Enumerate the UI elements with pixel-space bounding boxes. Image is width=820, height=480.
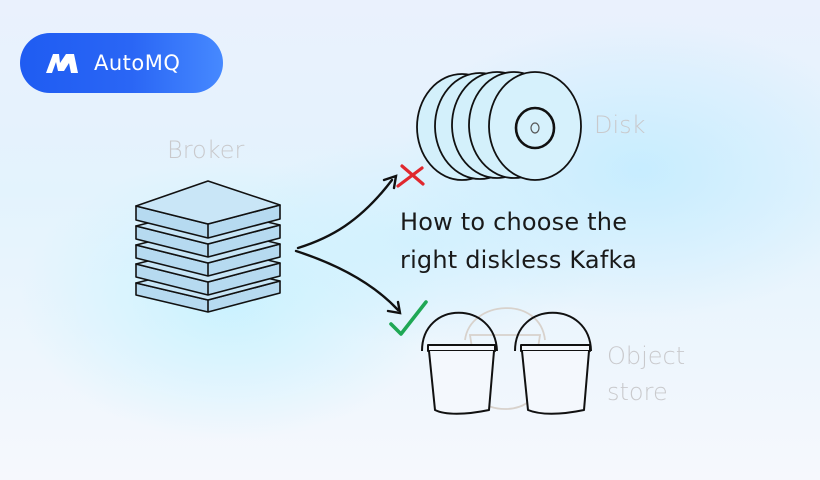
brand-name: AutoMQ [94, 51, 181, 75]
object-store-label: Object store [607, 338, 685, 410]
automq-m-logo-icon [46, 54, 78, 73]
headline: How to choose the right diskless Kafka [400, 203, 637, 279]
server-stack-icon [135, 180, 281, 313]
object-store-label-line2: store [607, 378, 668, 406]
cross-icon [396, 164, 425, 188]
object-store-label-line1: Object [607, 342, 686, 370]
arrow-to-disk [296, 174, 398, 250]
arrow-to-object-store [294, 249, 402, 315]
check-icon [389, 300, 428, 336]
disk-stack-icon [416, 71, 582, 181]
headline-line1: How to choose the [400, 208, 628, 236]
buckets-icon [421, 311, 592, 415]
broker-label: Broker [167, 136, 245, 164]
automq-logo: AutoMQ [20, 33, 223, 93]
disk-label: Disk [594, 111, 646, 139]
headline-line2: right diskless Kafka [400, 246, 638, 274]
